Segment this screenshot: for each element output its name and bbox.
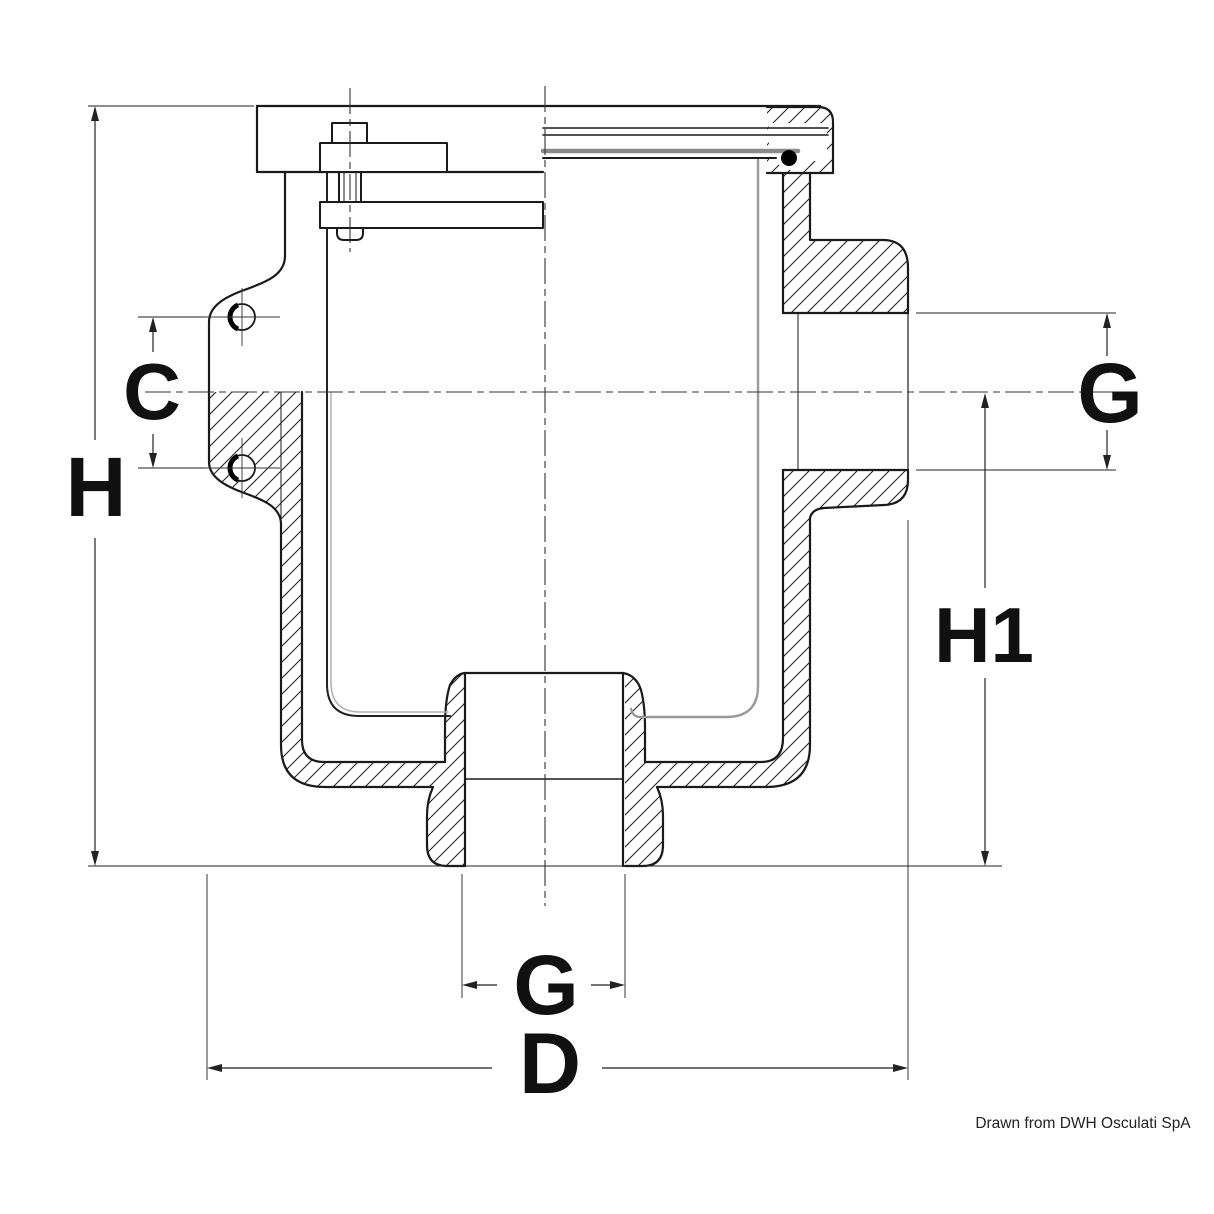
basket-left-wall [326,161,451,717]
dimension-lines [88,105,1116,1080]
section-hatch-regions [209,107,908,866]
swing-bolt-assembly [319,122,544,241]
dim-D [207,1064,908,1072]
bracket-hatch [209,392,302,640]
label-D: D [519,1016,581,1112]
left-outer-wall [207,170,467,868]
bolt-slot-plate [319,142,448,173]
strainer-basket [326,127,829,719]
right-upper-hatch [783,173,908,313]
boss-left [443,671,467,764]
dim-H [91,106,99,866]
label-H1: H1 [934,591,1034,679]
dimension-labels: H C G H1 G D [66,346,1143,1112]
label-G-side: G [1077,346,1142,440]
oring-seal [781,150,797,166]
dim-G-bottom [462,981,625,989]
dim-H1 [981,393,989,866]
credit-text: Drawn from DWH Osculati SpA [975,1115,1191,1132]
right-inner-wall-lower [643,468,785,764]
right-outer-wall-upper [808,171,910,315]
lid-ring-outline [765,105,835,175]
basket-left-inner [330,391,449,713]
clamp-bar [319,201,544,229]
left-inner-wall [300,390,447,764]
label-H: H [66,440,127,534]
label-C: C [123,347,181,436]
right-lower-hatch [625,470,908,866]
centerlines [145,86,1118,906]
basket-right-wall [629,158,760,719]
boss-right [621,671,647,764]
label-G-bottom: G [513,938,578,1032]
dim-C [149,317,157,468]
right-outer-wall-lower [623,516,812,868]
vessel-body [207,104,910,868]
left-shell-hatch [281,640,465,866]
dim-G-side [1103,313,1111,470]
side-port-lower-flange [808,468,910,520]
